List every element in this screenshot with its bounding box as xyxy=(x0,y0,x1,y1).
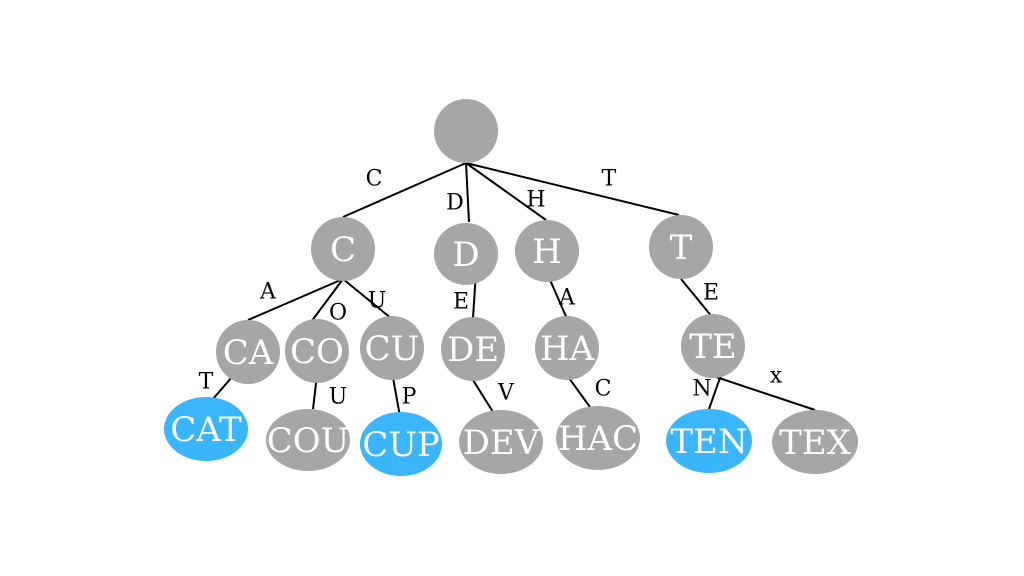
node-label: HAC xyxy=(558,419,638,459)
edge-label: x xyxy=(770,364,783,389)
node-label: CO xyxy=(290,332,344,372)
node-label: C xyxy=(330,230,356,270)
node-circle xyxy=(311,217,375,281)
trie-node-hac: HAC xyxy=(556,406,640,470)
edge-label: V xyxy=(497,381,515,406)
edge-label: D xyxy=(446,191,464,216)
edge-C-CO xyxy=(310,278,344,323)
word-node-circle xyxy=(360,412,442,476)
node-circle xyxy=(434,99,498,163)
node-label: TEX xyxy=(779,423,851,463)
trie-node-de: DE xyxy=(441,317,505,381)
trie-node-d: D xyxy=(434,223,498,285)
edge-label: E xyxy=(703,281,719,306)
node-label: D xyxy=(452,235,479,275)
word-node-circle xyxy=(666,409,752,473)
node-label: DE xyxy=(447,330,499,370)
edge-root-C xyxy=(342,162,467,218)
edge-label: A xyxy=(259,280,277,305)
trie-node-cu: CU xyxy=(360,316,424,380)
trie-node-cou: COU xyxy=(266,409,350,471)
node-circle xyxy=(285,319,349,383)
node-circle xyxy=(535,316,599,380)
edge-TE-TEX xyxy=(715,376,816,411)
edge-label: C xyxy=(595,377,612,402)
edge-C-CU xyxy=(342,278,393,320)
trie-node-t: T xyxy=(649,215,713,279)
node-label: CUP xyxy=(362,425,440,465)
node-label: H xyxy=(532,232,562,272)
edge-label: E xyxy=(453,290,469,315)
node-circle xyxy=(772,410,858,474)
edge-label: T xyxy=(199,370,214,395)
trie-node-te: TE xyxy=(681,314,745,378)
node-label: COU xyxy=(267,421,350,461)
node-label: TE xyxy=(689,327,737,367)
node-circle xyxy=(434,223,498,285)
node-label: TEN xyxy=(670,422,747,462)
node-label: DEV xyxy=(463,423,541,463)
trie-node-ha: HA xyxy=(535,316,599,380)
node-circle xyxy=(360,316,424,380)
node-circle xyxy=(216,320,280,384)
trie-node-ca: CA xyxy=(216,320,280,384)
edge-label: U xyxy=(368,289,387,314)
trie-node-root xyxy=(434,99,498,163)
node-circle xyxy=(459,410,543,474)
edge-label: H xyxy=(526,188,545,213)
node-circle xyxy=(441,317,505,381)
edge-label: T xyxy=(602,167,617,192)
node-label: CU xyxy=(365,329,420,369)
node-circle xyxy=(515,220,579,282)
trie-node-dev: DEV xyxy=(459,410,543,474)
node-circle xyxy=(266,409,350,471)
trie-node-cat: CAT xyxy=(164,397,248,461)
edge-T-TE xyxy=(680,278,714,319)
edge-root-T xyxy=(465,162,680,216)
edge-label: C xyxy=(366,167,383,192)
edge-label: U xyxy=(329,385,348,410)
node-label: CA xyxy=(223,333,274,373)
trie-node-co: CO xyxy=(285,319,349,383)
trie-node-tex: TEX xyxy=(772,410,858,474)
edge-C-CA xyxy=(247,278,344,321)
trie-node-ten: TEN xyxy=(666,409,752,473)
trie-node-c: C xyxy=(311,217,375,281)
edge-label: O xyxy=(329,301,347,326)
edge-TE-TEN xyxy=(708,374,722,410)
edge-root-H xyxy=(465,162,547,221)
trie-node-h: H xyxy=(515,220,579,282)
node-circle xyxy=(649,215,713,279)
edge-label: P xyxy=(402,385,417,410)
word-node-circle xyxy=(164,397,248,461)
edge-label: N xyxy=(692,377,711,402)
node-label: CAT xyxy=(170,410,242,450)
node-label: HA xyxy=(540,329,595,369)
trie-node-cup: CUP xyxy=(360,412,442,476)
node-label: T xyxy=(670,228,693,268)
node-circle xyxy=(556,406,640,470)
edge-label: A xyxy=(558,286,576,311)
edge-root-D xyxy=(465,162,470,223)
node-circle xyxy=(681,314,745,378)
